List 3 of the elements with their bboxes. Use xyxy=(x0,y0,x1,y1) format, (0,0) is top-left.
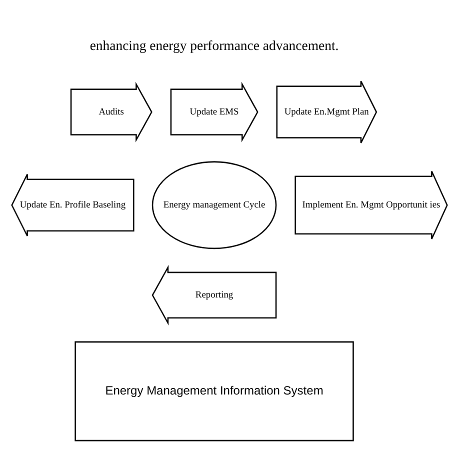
label: enhancing energy performance advancement. xyxy=(90,38,339,53)
node-ellipse: Energy management Cycle xyxy=(152,160,277,249)
node-box: Energy Management Information System xyxy=(74,340,354,441)
